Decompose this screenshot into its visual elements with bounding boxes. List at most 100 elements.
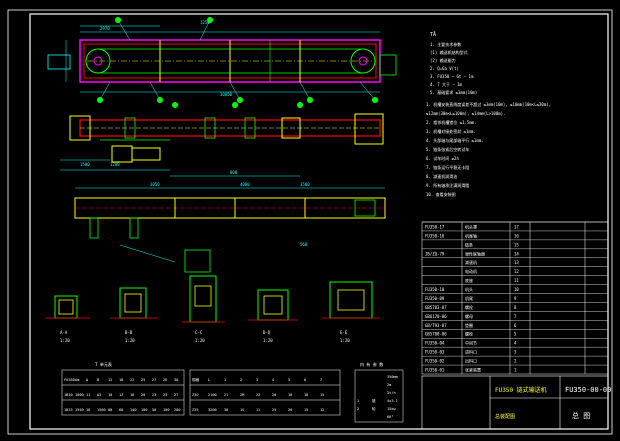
table1-cell: Am [75,378,79,382]
dimension-text: 3500 [300,182,310,187]
bom-code: FU350-02 [425,359,445,364]
table1-cell: 27 [174,393,178,397]
table1-cell: A3 [97,393,101,397]
table1-cell: 80 [108,408,112,412]
bom-name: 中间节 [465,340,477,346]
note-line: 5. 基础要求 ≤3mm(10m) [430,89,477,95]
table2-cell: Z35 [192,408,199,412]
table2-cell: 3200 [208,408,217,412]
tech-note-line: 1. 机槽安装直线度误差不超过 ≤3mm(10m), ≤10mm(10m<L≤3… [426,101,551,107]
table1-cell: 1Z [119,393,124,397]
table2-cell: 12 [320,408,324,412]
bom-code: FU350-17 [425,224,445,229]
bom-name: 机头罩 [465,223,477,229]
bom-no: 12 [514,269,519,274]
dimension-text: 2970 [100,26,110,31]
bom-no: 9 [514,296,517,301]
title-code: FU350-00-00 [565,386,611,394]
dimension-text: 1250 [200,20,210,25]
tech-note-line: 3. 机槽对接处密封 ≤1mm. [426,128,476,134]
table2-cell: 10 [288,393,292,397]
table1-title: T 单元表 [95,361,112,367]
bom-name: 螺母 [465,313,473,319]
bottom-table-grids [61,369,404,423]
section-scale: 1:20 [60,338,70,343]
table1-cell: 18 [119,378,123,382]
section-label: D-D [263,330,271,335]
table3-title: 内 有 参 数 [360,361,383,367]
table2-cell: 1 [224,378,226,382]
dimension-text: 1200 [110,162,120,167]
section-scale: 1:20 [125,338,135,343]
bom-name: 电动机 [465,268,477,274]
section-scale: 1:20 [195,338,205,343]
table2-cell: 22 [256,393,260,397]
note-line: 3. FU350 — 6t — 1m [430,74,474,79]
bom-code: JB/ZQ-79 [425,251,445,256]
bom-code: FU350-04 [425,341,445,346]
table1-cell: 100 [141,408,148,412]
bom-no: 11 [514,278,519,283]
tech-note-line: 8. 减速机润滑油 [426,173,457,179]
table1-cell: 11 [86,393,90,397]
table1-cell: 12 [108,378,112,382]
table2-cell: 4 [272,378,274,382]
inner-frame [29,13,609,430]
table3-cell: 350mm [387,375,398,379]
bom-code: FU350-03 [425,350,445,355]
table1-cell: 1560 [97,408,106,412]
table3-cell: 2 [357,407,359,411]
table2-cell: 3 [256,378,258,382]
table1-cell: 22 [130,378,134,382]
table3-cell: 链 [372,398,376,403]
bom-no: 13 [514,260,519,265]
table1-cell: 30 [174,378,178,382]
notes-title: TĀ [430,31,436,38]
title-block-grid [421,375,609,430]
table1-cell: 2E [163,378,167,382]
table2-cell: 21 [224,393,228,397]
bom-name: 底座 [465,277,473,283]
table1-cell: 1B15 [64,408,73,412]
table1-cell: 140 [130,408,137,412]
title-name: 总 图 [572,411,590,420]
tech-note-line: 4. 头部轴与尾部轴平行 ≤1mm. [426,137,484,143]
bom-code: GB/T93-87 [425,323,447,328]
dimension-text: 10050 [220,92,233,97]
bom-no: 5 [514,332,517,337]
table1-cell: 10 [86,408,90,412]
table3-cell: 4x3.1 [387,399,398,403]
table1-cell: 27 [152,378,156,382]
note-line: (1) 输送机结构型式 [430,49,468,55]
tech-note-line: 6. 试车时间 ≥2h [426,155,459,161]
bom-name: 减速机 [465,259,477,265]
bom-code: GB6170-86 [425,314,447,319]
note-line: 4. 7 大于 — 1m [430,81,463,87]
table2-cell: 7 [320,378,322,382]
table2-cell: 11 [256,408,260,412]
table2-cell: 15 [304,408,308,412]
note-line: 2. Q=Ga V(t) [430,66,459,71]
table3-cell: 轮 [372,406,376,411]
bom-no: 1 [514,368,517,373]
bom-name: 进料口 [465,349,477,355]
title-sub: 总装配图 [495,413,515,420]
table2-cell: 5 [288,378,290,382]
section-label: B-B [125,330,133,335]
table1-cell: 25 [163,393,167,397]
bom-name: 螺栓 [465,331,473,337]
bom-name: 机尾 [465,295,473,301]
dimension-text: 560 [300,242,308,247]
bom-no: 15 [514,242,519,247]
dimension-text: 3050 [150,182,160,187]
section-scale: 1:20 [263,338,273,343]
table2-cell: 15 [320,393,324,397]
table1-cell: 16 [130,393,134,397]
table1-cell: 1000 [75,393,84,397]
table3-cell: 3t/h [387,391,396,395]
tech-note-line: 2. 相邻机槽错位 ≤1.5mm. [426,119,477,125]
bom-name: 垫圈 [465,322,473,328]
title-product: FU350 链式输送机 [495,386,547,394]
conveyor-front-view [60,102,384,177]
